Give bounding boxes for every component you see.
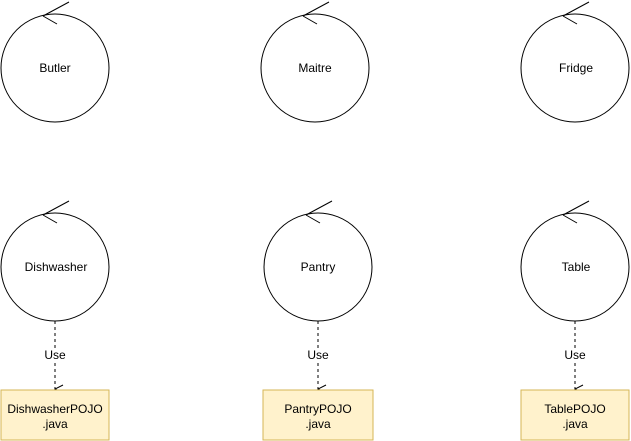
edge-pantry-pojo[interactable]: Use	[305, 321, 331, 389]
table-pojo-line1: TablePOJO	[544, 402, 605, 416]
pantry-pojo-line2: .java	[305, 417, 331, 431]
dishwasher-node[interactable]: Dishwasher	[0, 200, 110, 322]
dishwasher-pojo-box[interactable]: DishwasherPOJO .java	[0, 389, 110, 441]
pantry-pojo-box[interactable]: PantryPOJO .java	[262, 389, 374, 441]
control-arrow-icon	[42, 1, 70, 25]
control-arrow-icon	[42, 200, 70, 224]
edge-dishwasher-pojo[interactable]: Use	[42, 321, 68, 389]
table-pojo-box[interactable]: TablePOJO .java	[520, 389, 630, 441]
dishwasher-pojo-line2: .java	[42, 417, 68, 431]
pantry-node[interactable]: Pantry	[263, 200, 373, 322]
control-arrow-icon	[302, 1, 330, 25]
fridge-node[interactable]: Fridge	[520, 1, 630, 123]
edge-label-use: Use	[307, 348, 329, 362]
table-pojo-line2: .java	[562, 417, 588, 431]
table-node[interactable]: Table	[520, 200, 630, 322]
table-label: Table	[562, 260, 591, 274]
butler-node[interactable]: Butler	[0, 1, 110, 123]
control-arrow-icon	[305, 200, 333, 224]
control-arrow-icon	[562, 200, 590, 224]
edge-table-pojo[interactable]: Use	[562, 321, 588, 389]
maitre-node[interactable]: Maitre	[260, 1, 370, 123]
pantry-label: Pantry	[301, 260, 336, 274]
edge-label-use: Use	[564, 348, 586, 362]
pantry-pojo-line1: PantryPOJO	[284, 402, 351, 416]
edge-label-use: Use	[44, 348, 66, 362]
dishwasher-label: Dishwasher	[25, 260, 88, 274]
fridge-label: Fridge	[559, 61, 593, 75]
control-arrow-icon	[562, 1, 590, 25]
butler-label: Butler	[39, 61, 70, 75]
maitre-label: Maitre	[298, 61, 332, 75]
dishwasher-pojo-line1: DishwasherPOJO	[7, 402, 102, 416]
